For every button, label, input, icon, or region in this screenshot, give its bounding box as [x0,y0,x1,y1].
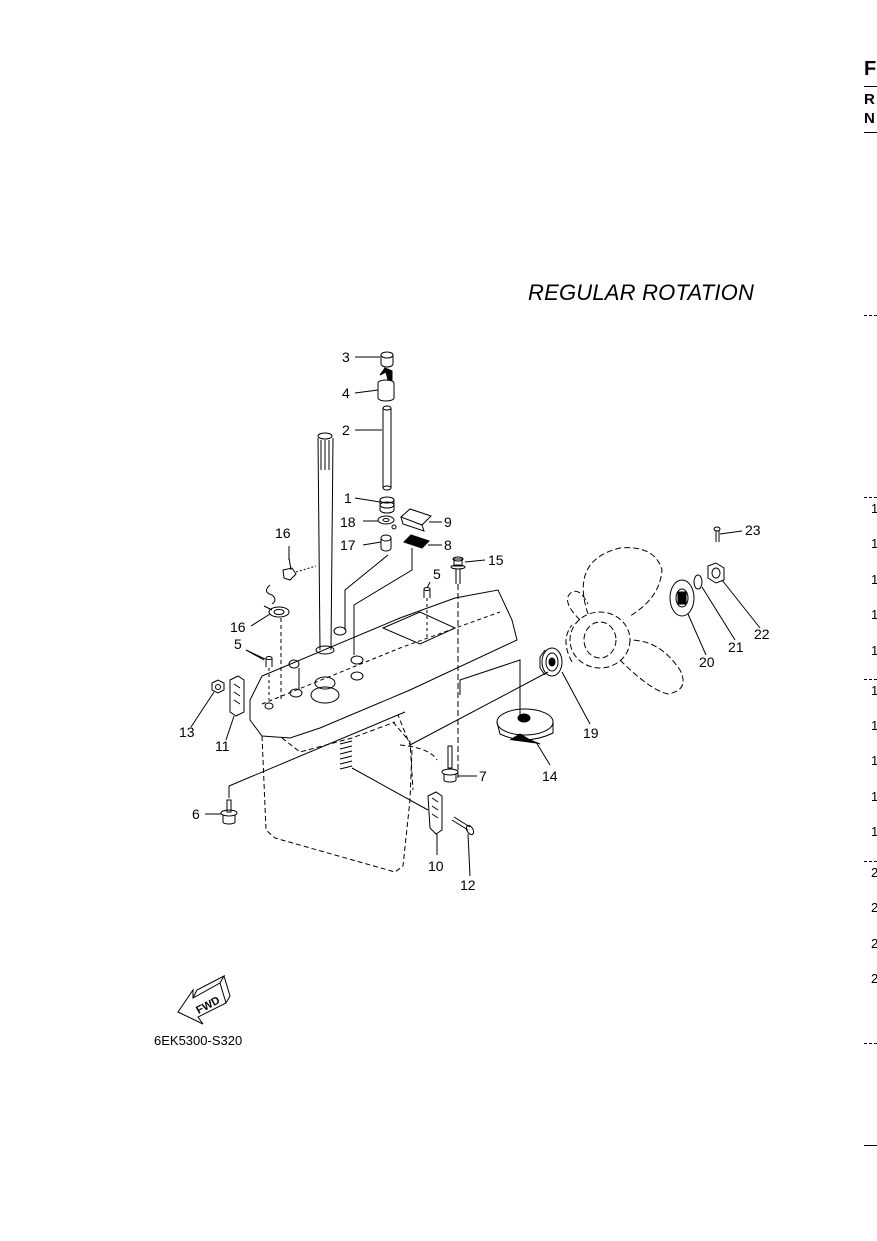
header-letter-n: N [864,110,875,127]
part-label: 3 [342,349,350,365]
part-15-bolt [450,556,466,778]
part-label: 21 [728,639,744,655]
edge-number: 1 [871,536,877,551]
part-label: 10 [428,858,444,874]
part-10-trim-tab [351,767,443,835]
part-11-anode [229,675,245,717]
edge-number: 1 [871,607,877,622]
part-23-cotter-pin [713,526,721,542]
part-9-rubber-seal [400,508,432,532]
edge-number: 1 [871,718,877,733]
edge-number: 1 [871,789,877,804]
header-letter-r: R [864,91,875,108]
gear-case-housing [249,589,518,873]
part-21-washer [693,574,703,590]
part-4-shift-rod-lever [377,367,395,402]
part-13-nut [211,679,225,694]
part-label: 15 [488,552,504,568]
part-label: 18 [340,514,356,530]
part-20-spacer [669,579,695,617]
part-label: 5 [433,566,441,582]
part-label: 19 [583,725,599,741]
label-leader-lines [190,356,761,877]
part-label: 13 [179,724,195,740]
part-label: 12 [460,877,476,893]
edge-number: 1 [871,824,877,839]
edge-number: 2 [871,971,877,986]
part-label: 14 [542,768,558,784]
part-16-hose-clip [266,557,317,605]
part-17-bushing [380,534,392,552]
edge-number: 1 [871,572,877,587]
part-3-bushing [380,351,394,368]
part-label: 1 [344,490,352,506]
part-5-dowel-pin [265,656,273,700]
edge-number: 1 [871,643,877,658]
edge-number: 1 [871,501,877,516]
edge-number: 2 [871,900,877,915]
part-label: 17 [340,537,356,553]
part-label: 16 [230,619,246,635]
part-label: 5 [234,636,242,652]
part-label: 2 [342,422,350,438]
part-8-rubber-seal [403,534,430,549]
drawing-code: 6EK5300-S320 [154,1033,243,1048]
edge-number: 2 [871,865,877,880]
edge-dash [864,861,877,862]
part-19-spacer [539,647,563,677]
drive-shaft [315,432,335,655]
part-label: 4 [342,385,350,401]
header-rule [864,86,877,87]
water-intake-grille [339,740,353,770]
part-label: 7 [479,768,487,784]
part-7-bolt [441,745,459,783]
part-label: 6 [192,806,200,822]
header-letter-f: F [864,58,877,80]
part-12-screw [451,816,475,836]
part-18-collar [377,515,397,530]
fwd-arrow-icon [177,974,231,1025]
part-label: 16 [275,525,291,541]
part-1-boot [379,496,395,514]
part-label: 11 [215,738,230,754]
part-label: 8 [444,537,452,553]
diagram-title: REGULAR ROTATION [528,280,755,305]
edge-dash [864,315,877,316]
edge-dash [864,1043,877,1044]
part-14-thrust-washer [496,708,554,745]
edge-number: 1 [871,683,877,698]
propeller [565,547,684,695]
edge-number: 2 [871,936,877,951]
part-6-bolt [220,711,406,825]
part-16-hose-clip [263,605,290,700]
edge-dash [864,497,877,498]
part-label: 9 [444,514,452,530]
fwd-label: FWD [194,994,222,1016]
part-2-shift-rod [382,405,392,491]
edge-number: 1 [871,753,877,768]
part-label: 20 [699,654,715,670]
part-label: 23 [745,522,761,538]
edge-dash [864,679,877,680]
edge-rule-bottom [864,1145,877,1146]
part-label: 22 [754,626,770,642]
part-22-nut [707,562,725,584]
header-rule [864,132,877,133]
